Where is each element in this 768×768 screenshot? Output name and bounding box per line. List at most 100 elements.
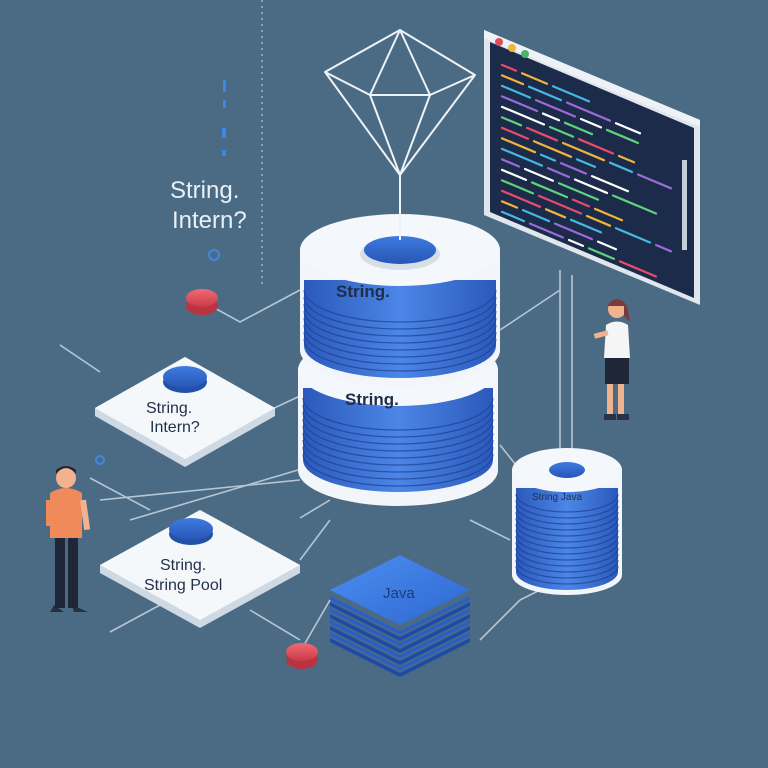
disk-ring	[302, 446, 494, 480]
node-string-intern[interactable]: String. Intern?	[95, 357, 275, 467]
code-line-segment	[546, 167, 571, 179]
code-line-segment	[571, 198, 591, 208]
code-line-segment	[636, 173, 673, 190]
disk-ring	[515, 499, 619, 519]
code-line-segment	[500, 137, 537, 154]
code-line-segment	[559, 162, 588, 175]
code-line-segment	[611, 194, 658, 215]
main-stack: String. String.	[298, 175, 500, 506]
disk-ring	[303, 324, 497, 358]
disk-ring	[303, 303, 497, 337]
window-maximize-dot[interactable]	[521, 50, 529, 58]
java-block[interactable]: Java	[330, 555, 470, 677]
node-string-pool[interactable]: String. String Pool	[100, 510, 300, 628]
person-left	[46, 466, 91, 612]
code-line-segment	[530, 181, 569, 199]
code-line-segment	[521, 209, 551, 223]
disk-ring	[515, 505, 619, 525]
disk-ring	[303, 289, 497, 323]
node-intern-line1: String.	[146, 400, 192, 417]
red-node-dot-top[interactable]	[186, 289, 218, 315]
disk-ring	[515, 523, 619, 543]
code-line-segment	[525, 126, 559, 142]
floating-label-line1: String.	[170, 177, 239, 204]
java-block-label: Java	[383, 585, 415, 602]
disk-ring	[302, 418, 494, 452]
code-line-segment	[500, 189, 542, 208]
disk-ring	[302, 411, 494, 445]
disk-ring	[302, 425, 494, 459]
main-stack-upper-disk: String.	[300, 214, 500, 386]
node-intern-line2: Intern?	[150, 419, 200, 436]
small-stack[interactable]: String Java	[512, 448, 622, 595]
disk-ring	[515, 511, 619, 531]
disk-ring	[302, 397, 494, 431]
code-line-segment	[563, 121, 594, 136]
code-line-segment	[500, 200, 519, 209]
disk-ring	[302, 439, 494, 473]
disk-ring	[515, 553, 619, 573]
code-line-segment	[523, 167, 555, 182]
code-line-segment	[573, 178, 609, 195]
upper-disk-rings	[303, 289, 497, 372]
disk-ring	[303, 338, 497, 372]
code-line-segment	[590, 175, 630, 193]
code-line-segment	[541, 112, 561, 122]
code-line-segment	[500, 105, 546, 126]
code-line-segment	[527, 85, 563, 102]
window-scrollbar[interactable]	[682, 160, 687, 250]
disk-ring	[515, 565, 619, 585]
disk-ring	[302, 453, 494, 487]
crystal-icon	[324, 29, 476, 176]
window-close-dot[interactable]	[495, 38, 503, 46]
disk-ring	[515, 493, 619, 513]
disk-ring	[303, 317, 497, 351]
code-line-segment	[500, 84, 532, 99]
disk-ring	[515, 559, 619, 579]
code-line-segment	[579, 117, 603, 129]
code-line-segment	[520, 72, 549, 85]
main-stack-mid-label: String.	[345, 390, 399, 409]
code-line-segment	[500, 168, 528, 182]
node-pool-line1: String.	[160, 557, 206, 574]
disk-ring	[303, 296, 497, 330]
code-line-segment	[500, 63, 518, 72]
disk-ring	[303, 310, 497, 344]
disk-ring	[515, 541, 619, 561]
code-line-segment	[575, 158, 597, 168]
disk-ring	[302, 404, 494, 438]
lower-disk-rings	[302, 397, 494, 487]
code-line-segment	[528, 222, 565, 239]
accent-marks	[95, 80, 226, 465]
code-line-segment	[593, 207, 624, 222]
code-line-segment	[596, 240, 618, 251]
disk-ring	[515, 547, 619, 567]
code-line-segment	[500, 179, 535, 195]
code-line-segment	[617, 154, 636, 164]
floating-label: String. Intern?	[170, 177, 247, 234]
code-line-segment	[534, 99, 577, 118]
code-line-segment	[500, 158, 521, 168]
red-node-dot-bottom[interactable]	[286, 643, 318, 669]
code-line-segment	[567, 238, 585, 247]
node-pool-line2: String Pool	[144, 577, 222, 594]
code-line-segment	[553, 222, 594, 241]
code-line-segment	[585, 214, 612, 227]
main-stack-top-label: String.	[336, 282, 390, 301]
code-line-segment	[500, 116, 523, 127]
code-line-segment	[587, 247, 616, 260]
window-minimize-dot[interactable]	[508, 44, 516, 52]
small-stack-label: String Java	[532, 492, 582, 503]
code-line-segment	[544, 208, 567, 219]
code-line-segment	[557, 182, 600, 201]
code-line-segment	[537, 194, 583, 215]
code-line-segment	[500, 74, 525, 86]
disk-ring	[515, 517, 619, 537]
code-line-segment	[614, 122, 642, 135]
code-window	[484, 30, 700, 305]
code-line-segment	[500, 95, 539, 113]
code-line-segment	[551, 85, 591, 103]
code-line-segment	[577, 138, 615, 155]
code-line-segment	[500, 210, 526, 223]
